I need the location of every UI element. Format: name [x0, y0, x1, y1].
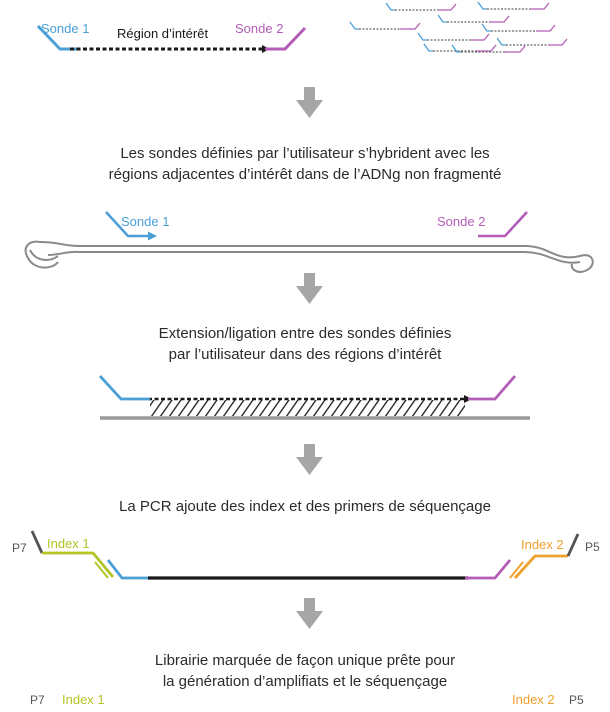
step2-probe2-label: Sonde 2	[437, 214, 486, 229]
index2-slash	[509, 561, 524, 579]
step1-probe1-label: Sonde 1	[41, 21, 90, 36]
probe1-segment	[106, 559, 150, 580]
step3-caption: Extension/ligation entre des sondes défi…	[0, 323, 610, 365]
step3-caption-line1: Extension/ligation entre des sondes défi…	[158, 325, 452, 342]
step1-probe-set	[36, 24, 307, 53]
down-arrow-icon	[296, 87, 323, 118]
step4-p7-label: P7	[12, 541, 27, 555]
step4-caption: La PCR ajoute des index et des primers d…	[0, 496, 610, 517]
probe-fragment	[481, 23, 556, 32]
probe-fragment	[417, 32, 490, 41]
down-arrow-icon	[296, 444, 323, 475]
down-arrow-icon	[296, 273, 323, 304]
probe2-line	[265, 26, 307, 51]
step5-p5-label: P5	[569, 693, 584, 707]
step5-caption-line1: Librairie marquée de façon unique prête …	[154, 652, 456, 669]
pcr-product	[30, 530, 580, 580]
p7-adapter-line	[30, 530, 44, 554]
step5-index2-label: Index 2	[512, 692, 555, 707]
step4-index1-label: Index 1	[47, 536, 90, 551]
hybridized-probe2	[478, 211, 528, 238]
step1-region-label: Région d’intérêt	[117, 26, 209, 41]
probe-fragment	[385, 2, 457, 11]
extension-hatch	[150, 400, 465, 416]
step4-p5-label: P5	[585, 540, 600, 554]
step2-probe1-label: Sonde 1	[121, 214, 170, 229]
index2-line	[513, 554, 568, 579]
step5-p7-label: P7	[30, 693, 45, 707]
probe-fragment	[349, 21, 421, 30]
step4-caption-text: La PCR ajoute des index et des primers d…	[119, 498, 491, 515]
probe-fragment	[437, 14, 510, 23]
step2-caption-line2: régions adjacentes d’intérêt dans de l’A…	[108, 166, 502, 183]
step2-caption-line1: Les sondes définies par l’utilisateur s’…	[120, 145, 490, 162]
step2-caption: Les sondes définies par l’utilisateur s’…	[0, 143, 610, 185]
probe-pool	[349, 1, 568, 53]
step1-probe2-label: Sonde 2	[235, 21, 284, 36]
extension-probe2	[468, 375, 517, 401]
step5-caption: Librairie marquée de façon unique prête …	[0, 650, 610, 692]
hybridized-probe1	[105, 211, 157, 241]
step4-index2-label: Index 2	[521, 537, 564, 552]
probe-fragment	[451, 44, 526, 53]
probe-fragment	[477, 1, 550, 10]
index1-slash	[94, 561, 109, 579]
step5-caption-line2: la génération d’amplifiats et le séquenç…	[162, 673, 448, 690]
extension-probe1	[98, 375, 150, 401]
p5-adapter-line	[566, 533, 580, 557]
step5-index1-label: Index 1	[62, 692, 105, 707]
gdna-ribbon	[24, 240, 594, 273]
index1-line	[42, 551, 115, 578]
probe-fragment	[496, 37, 568, 46]
step3-caption-line2: par l’utilisateur dans des régions d’int…	[168, 346, 442, 363]
probe-fragment	[423, 43, 497, 52]
down-arrow-icon	[296, 598, 323, 629]
probe2-segment	[465, 559, 512, 580]
